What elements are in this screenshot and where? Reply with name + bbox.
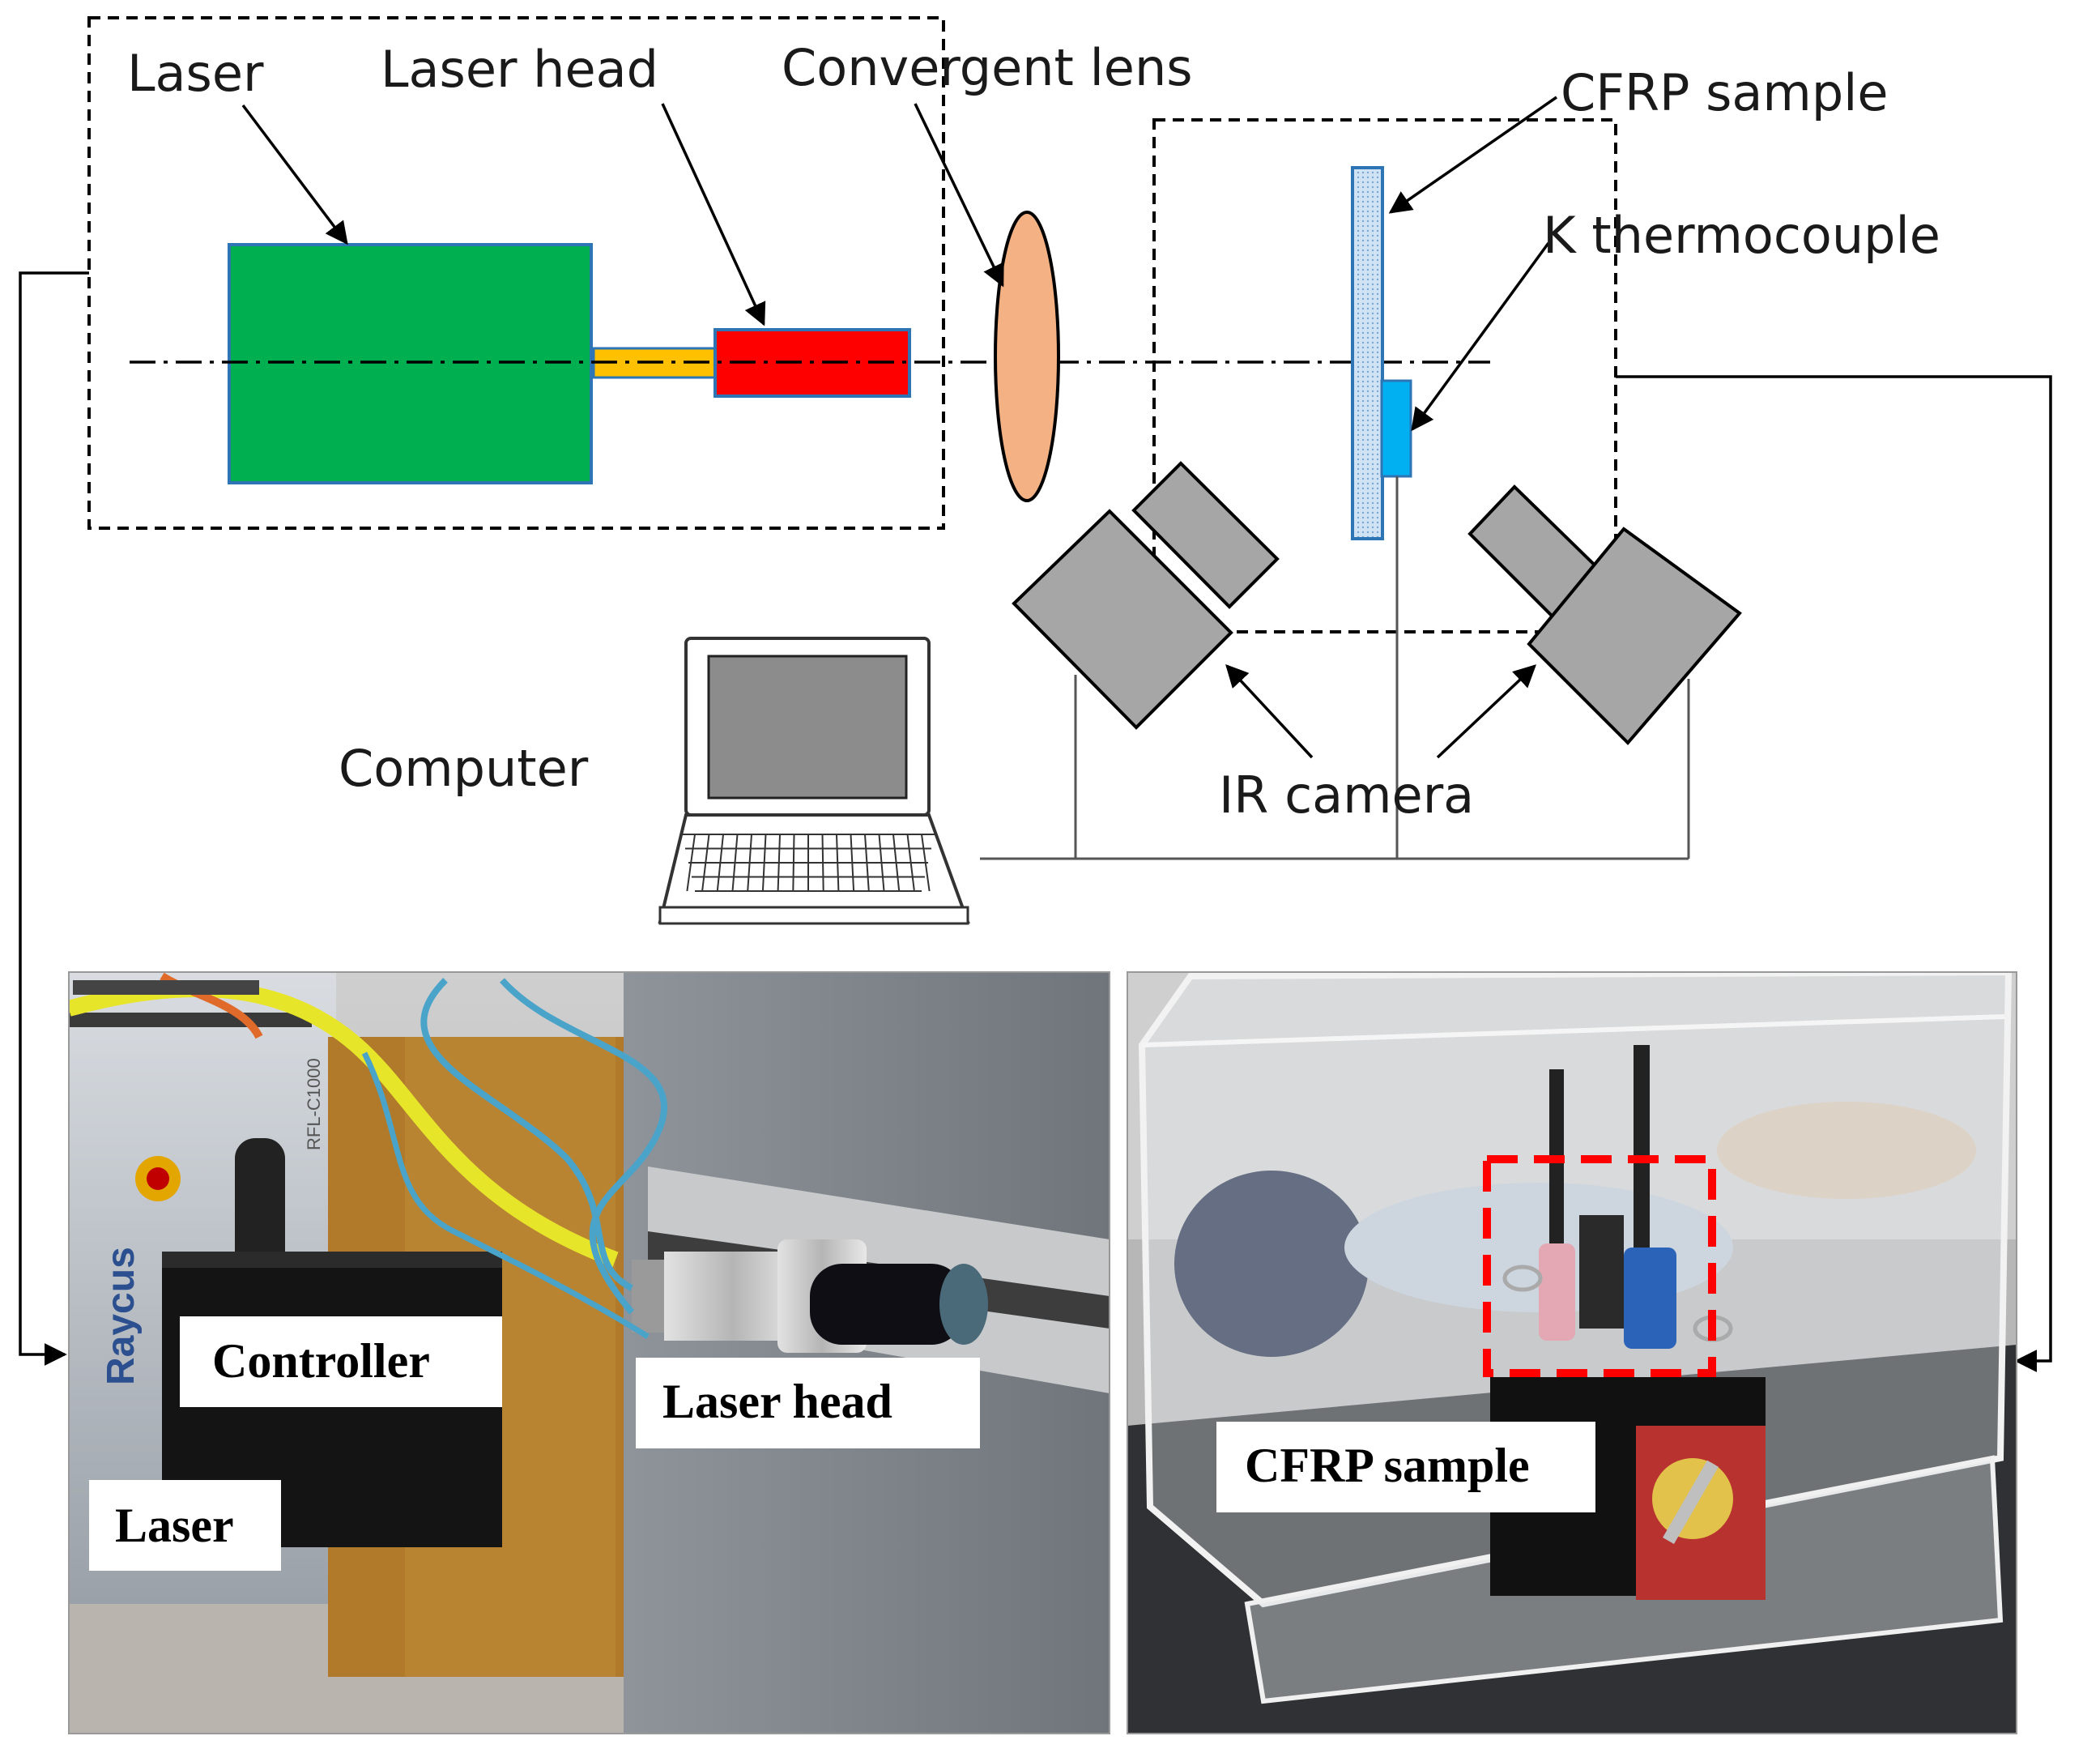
sample-highlight-box bbox=[1483, 1155, 1716, 1377]
laser-body bbox=[228, 243, 593, 484]
keyboard-col-line bbox=[731, 834, 739, 892]
schematic: Laser Laser head Convergent lens CFRP sa… bbox=[19, 16, 2052, 1372]
tag-laser-head bbox=[636, 1358, 980, 1448]
right-connection-line bbox=[1616, 375, 2052, 1372]
keyboard-col-line bbox=[850, 834, 855, 892]
keyboard-col-line bbox=[878, 834, 885, 892]
ir-camera-left bbox=[1012, 461, 1280, 730]
keyboard-col-line bbox=[716, 834, 724, 892]
laser-system-enclosure bbox=[87, 16, 945, 530]
keyboard-col-line bbox=[864, 834, 870, 892]
label-photo-cfrp-sample: CFRP sample bbox=[1245, 1439, 1530, 1492]
label-laser: Laser bbox=[127, 44, 264, 103]
label-cfrp-sample: CFRP sample bbox=[1561, 63, 1889, 122]
blue-clamp bbox=[1624, 1248, 1676, 1349]
keyboard-col-line bbox=[792, 834, 795, 892]
keyboard-col-line bbox=[761, 834, 767, 892]
label-k-thermocouple: K thermocouple bbox=[1543, 206, 1940, 265]
keyboard bbox=[682, 834, 935, 892]
brand-text: Raycus bbox=[100, 1247, 143, 1385]
label-ir-camera: IR camera bbox=[1219, 766, 1474, 825]
label-computer: Computer bbox=[339, 739, 589, 798]
k-thermocouple-block bbox=[1380, 379, 1412, 478]
label-laser-head: Laser head bbox=[381, 40, 658, 99]
label-photo-laser-head: Laser head bbox=[662, 1375, 892, 1428]
keyboard-col-line bbox=[747, 834, 752, 892]
keyboard-col-line bbox=[821, 834, 824, 892]
wiring bbox=[980, 476, 1690, 860]
keyboard-col-line bbox=[701, 834, 710, 892]
laser-head-assembly bbox=[632, 1239, 988, 1353]
label-controller: Controller bbox=[212, 1334, 430, 1388]
pink-clamp bbox=[1539, 1243, 1575, 1341]
convergent-lens-shape bbox=[994, 211, 1060, 502]
tag-laser bbox=[89, 1480, 281, 1571]
blue-cable-3 bbox=[361, 1051, 650, 1339]
leader-arrows bbox=[241, 96, 1557, 759]
label-photo-laser: Laser bbox=[115, 1499, 234, 1552]
cfrp-sample-plate bbox=[1351, 166, 1384, 540]
keyboard-col-line bbox=[686, 834, 696, 892]
computer-laptop-icon bbox=[658, 637, 970, 925]
ir-camera-right bbox=[1467, 484, 1742, 745]
keyboard-col-line bbox=[921, 834, 931, 892]
keyboard-col-line bbox=[892, 834, 901, 892]
blue-cable-2 bbox=[500, 978, 668, 1315]
left-photo-laser-setup: Raycus RFL-C1000 bbox=[68, 971, 1110, 1734]
label-convergent-lens: Convergent lens bbox=[782, 38, 1193, 97]
tag-cfrp-sample bbox=[1216, 1422, 1595, 1512]
left-connection-line bbox=[19, 271, 89, 1366]
tag-controller bbox=[180, 1316, 502, 1407]
keyboard-col-line bbox=[836, 834, 840, 892]
right-photo-sample-chamber: CFRP sample bbox=[1127, 971, 2017, 1734]
keyboard-col-line bbox=[906, 834, 915, 892]
model-text: RFL-C1000 bbox=[304, 1058, 324, 1150]
keyboard-col-line bbox=[777, 834, 781, 892]
blue-cable-1 bbox=[420, 978, 633, 1291]
